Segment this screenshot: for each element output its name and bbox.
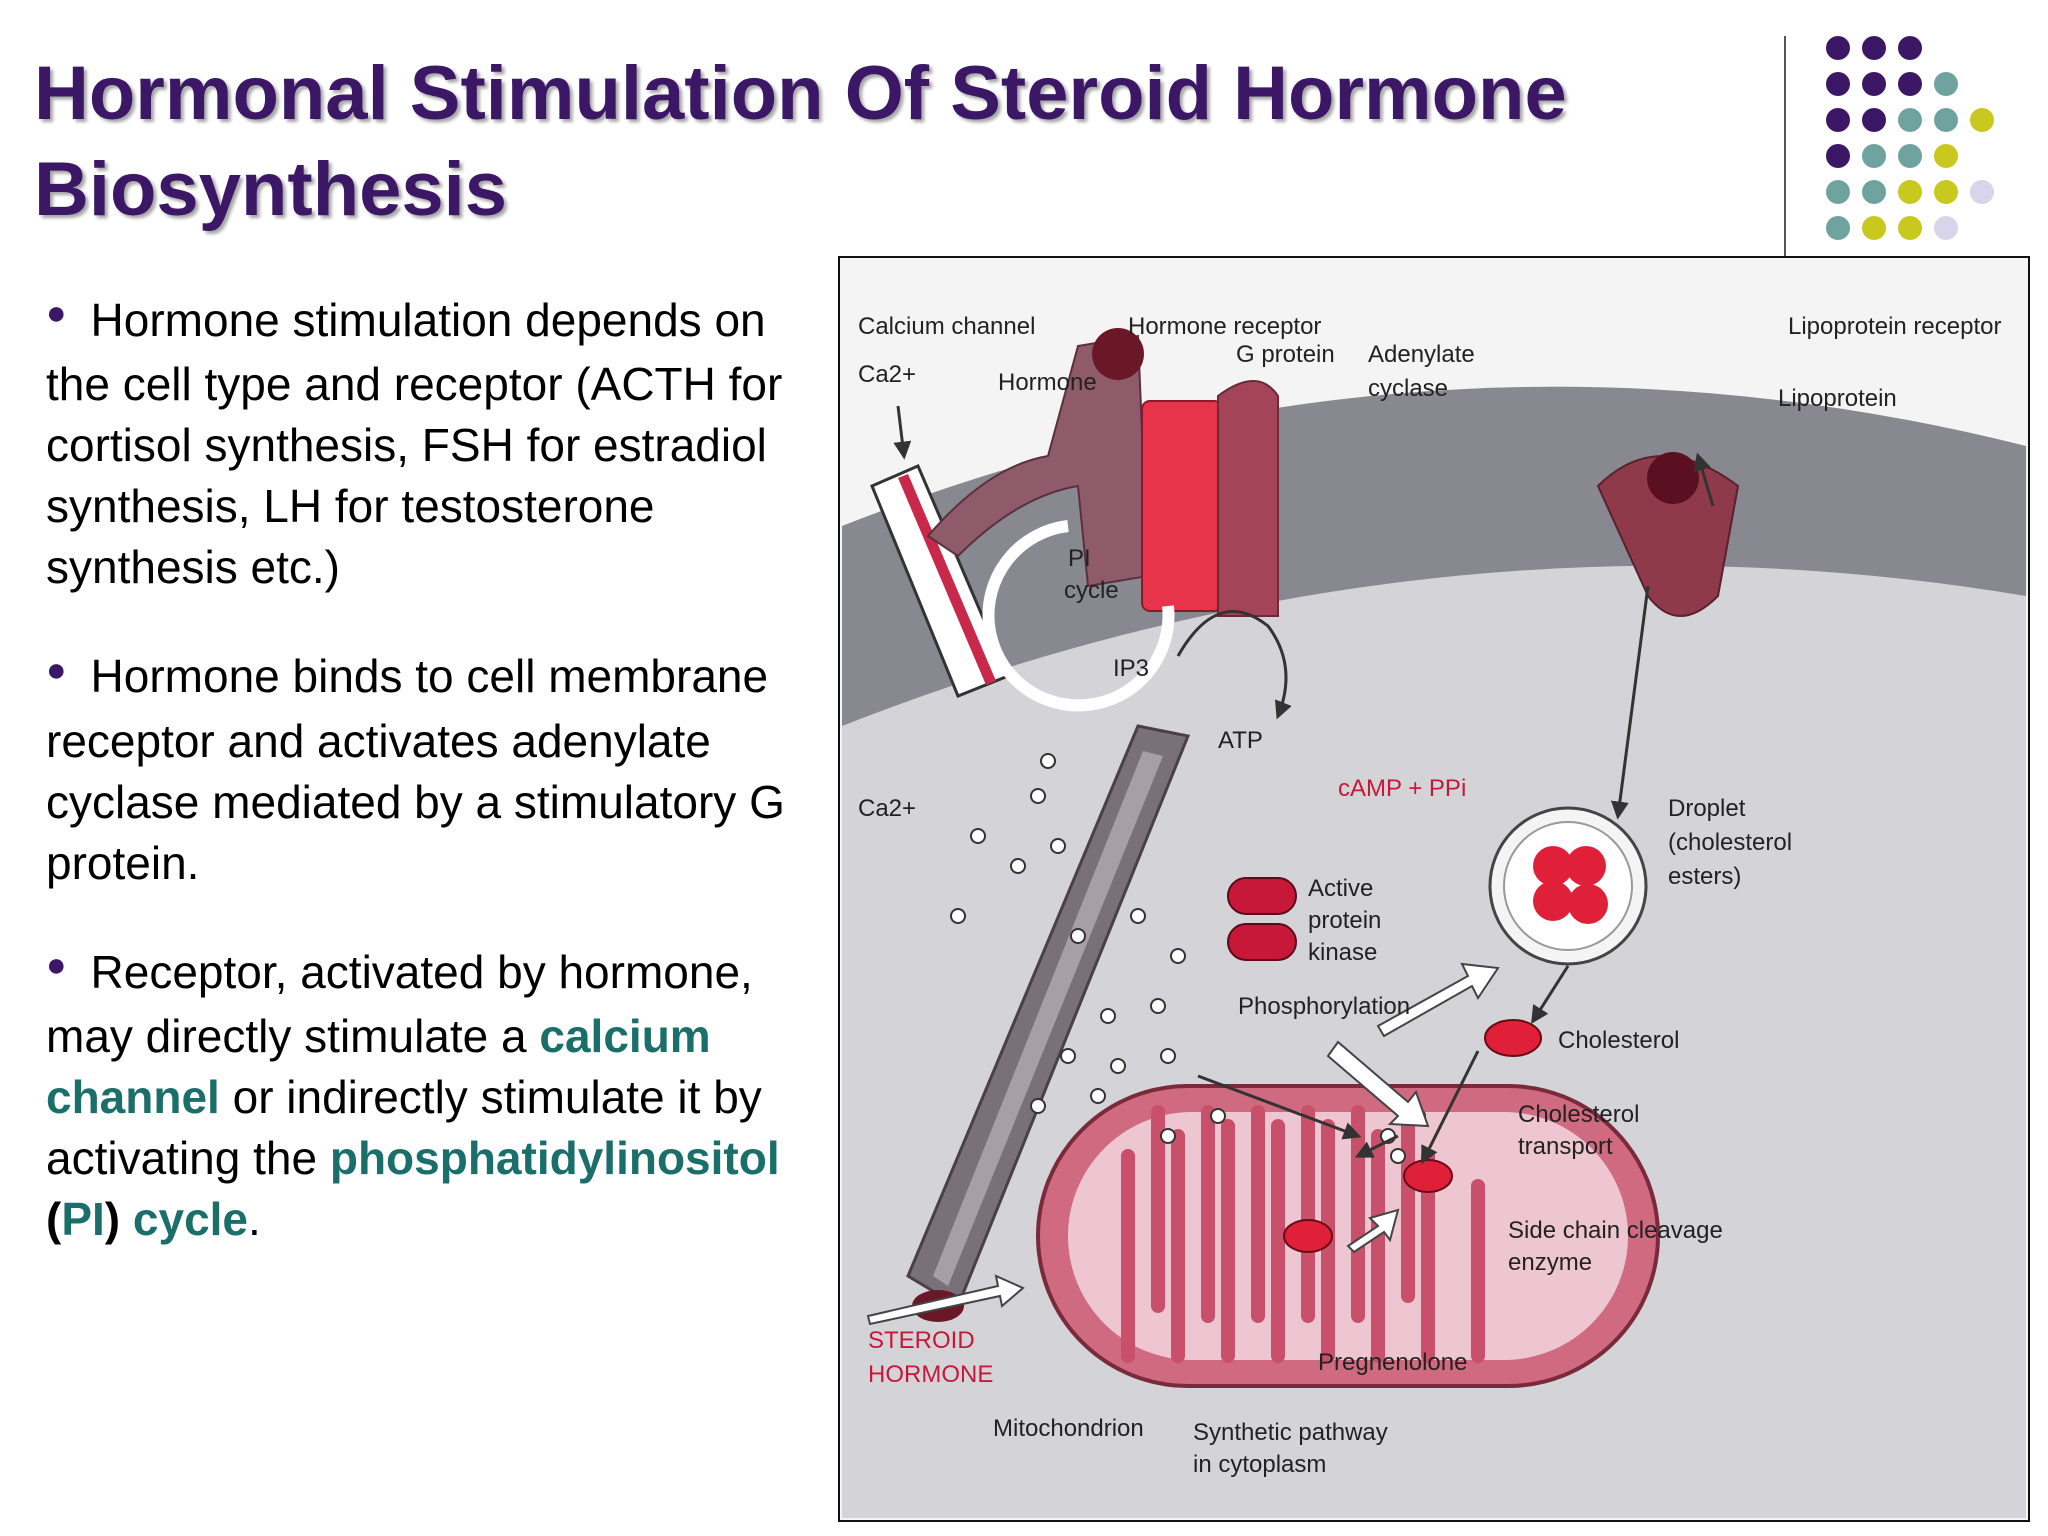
label-ca-mid: Ca2+ xyxy=(858,795,916,822)
g-protein-adenylate-cyclase xyxy=(1141,380,1279,617)
paren-open: ( xyxy=(46,1193,62,1246)
bullet-item-calcium-channel: ●Receptor, activated by hormone, may dir… xyxy=(46,942,826,1250)
label-camp: cAMP + PPi xyxy=(1338,775,1466,802)
bullet-item-receptor-binding: ●Hormone binds to cell membrane receptor… xyxy=(46,646,826,893)
label-protein: protein xyxy=(1308,907,1381,934)
highlight-pi: PI xyxy=(61,1193,105,1246)
label-phosphorylation: Phosphorylation xyxy=(1238,993,1410,1020)
bullet-list: ●Hormone stimulation depends on the cell… xyxy=(46,290,826,1298)
bullet-text: Hormone stimulation depends on the cell … xyxy=(46,294,783,594)
hormone-molecule xyxy=(1092,328,1144,380)
label-lipoprotein-receptor: Lipoprotein receptor xyxy=(1788,313,2001,340)
label-side-chain-2: enzyme xyxy=(1508,1249,1592,1276)
label-pregnenolone: Pregnenolone xyxy=(1318,1349,1467,1376)
label-side-chain-1: Side chain cleavage xyxy=(1508,1217,1723,1244)
label-atp: ATP xyxy=(1218,727,1263,754)
label-cholesterol-transport-2: transport xyxy=(1518,1133,1613,1160)
label-hormone: Hormone xyxy=(998,369,1097,396)
label-ip3: IP3 xyxy=(1113,655,1149,682)
active-protein-kinase xyxy=(1227,877,1297,961)
label-cholesterol-transport-1: Cholesterol xyxy=(1518,1101,1639,1128)
mitochondrion xyxy=(1036,1084,1660,1388)
label-steroid-1: STEROID xyxy=(868,1327,975,1354)
title-divider xyxy=(1784,36,1786,256)
label-cyclase: cyclase xyxy=(1368,375,1448,402)
label-droplet-3: esters) xyxy=(1668,863,1741,890)
label-cycle: cycle xyxy=(1064,577,1119,604)
highlight-phosphatidylinositol: phosphatidylinositol xyxy=(329,1132,780,1185)
label-adenylate: Adenylate xyxy=(1368,341,1475,368)
bullet-text: Hormone binds to cell membrane receptor … xyxy=(46,650,785,889)
label-droplet-2: (cholesterol xyxy=(1668,829,1792,856)
label-active: Active xyxy=(1308,875,1373,902)
label-synthetic-2: in cytoplasm xyxy=(1193,1451,1326,1478)
lipoprotein-molecule xyxy=(1647,452,1699,504)
label-steroid-2: HORMONE xyxy=(868,1361,993,1388)
droplet xyxy=(1488,806,1648,966)
bullet-text: or indirectly stimulate it by activating… xyxy=(46,1071,762,1185)
decorative-dot-grid xyxy=(1826,36,1994,240)
steroid-biosynthesis-diagram: Calcium channel Hormone receptor Lipopro… xyxy=(838,256,2030,1522)
highlight-calcium-channel: calcium channel xyxy=(46,1010,711,1124)
pregnenolone-molecule xyxy=(1283,1219,1333,1253)
pathway-arrows xyxy=(893,405,1715,1165)
bullet-marker: ● xyxy=(46,294,67,333)
cholesterol-molecule xyxy=(1484,1019,1542,1057)
label-pi: PI xyxy=(1068,545,1091,572)
lipoprotein-receptor xyxy=(1596,452,1740,617)
white-pathway-arrows xyxy=(866,962,1500,1326)
label-synthetic-1: Synthetic pathway xyxy=(1193,1419,1388,1446)
slide-title: Hormonal Stimulation Of Steroid Hormone … xyxy=(34,51,1567,232)
label-ca-top: Ca2+ xyxy=(858,361,916,388)
label-droplet-1: Droplet xyxy=(1668,795,1746,822)
bullet-item-hormone-stimulation: ●Hormone stimulation depends on the cell… xyxy=(46,290,826,598)
calcium-ions xyxy=(950,753,1426,1164)
bullet-end: . xyxy=(248,1193,261,1246)
bullet-marker: ● xyxy=(46,946,67,985)
label-lipoprotein: Lipoprotein xyxy=(1778,385,1897,412)
cholesterol-in-mito xyxy=(1403,1159,1453,1193)
label-g-protein: G protein xyxy=(1236,341,1335,368)
highlight-cycle: cycle xyxy=(132,1193,249,1246)
label-calcium-channel: Calcium channel xyxy=(858,313,1035,340)
label-hormone-receptor: Hormone receptor xyxy=(1128,313,1321,340)
bullet-text: Receptor, activated by hormone, may dire… xyxy=(46,945,753,1063)
label-cholesterol: Cholesterol xyxy=(1558,1027,1679,1054)
bullet-marker: ● xyxy=(46,650,67,689)
paren-close: ) xyxy=(104,1193,133,1246)
diagram-labels: Calcium channel Hormone receptor Lipopro… xyxy=(858,313,2001,1478)
label-mitochondrion: Mitochondrion xyxy=(993,1415,1144,1442)
label-kinase: kinase xyxy=(1308,939,1377,966)
pi-cycle-arrow xyxy=(982,520,1175,712)
